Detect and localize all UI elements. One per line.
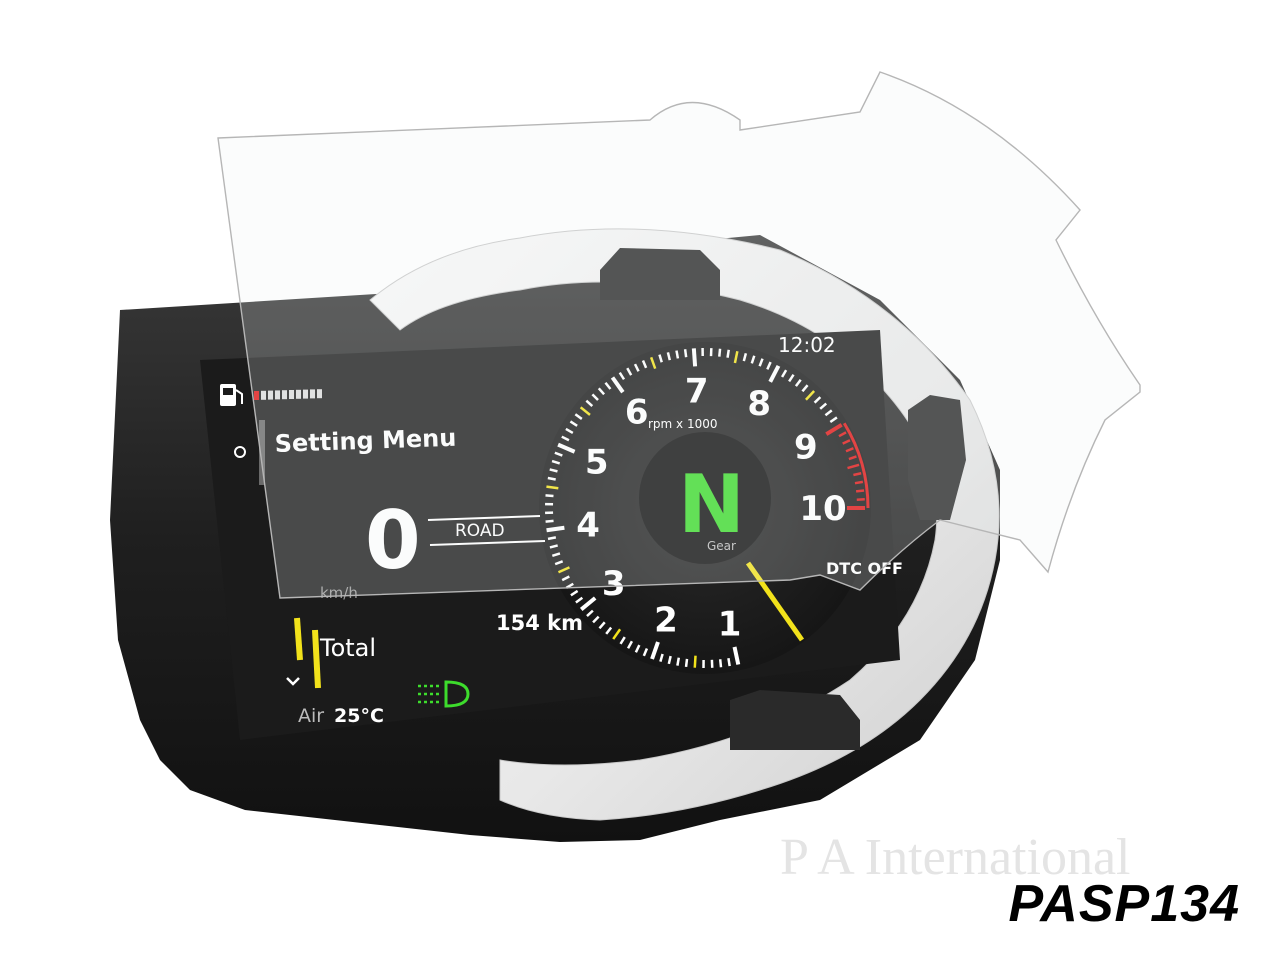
air-label: Air — [298, 705, 324, 727]
tach-tick — [686, 659, 687, 667]
tach-tick — [669, 656, 671, 664]
tach-number: 1 — [718, 604, 742, 644]
odometer-value: 154 km — [496, 611, 583, 635]
tach-tick — [728, 658, 729, 666]
tach-tick — [720, 659, 721, 667]
tach-tick — [677, 658, 678, 666]
tach-number: 2 — [654, 600, 678, 640]
screen-protector-film — [218, 72, 1140, 598]
tach-tick — [695, 656, 696, 668]
air-temperature: 25°C — [334, 705, 384, 727]
product-code: PASP134 — [1008, 874, 1240, 934]
odometer-label: Total — [319, 634, 376, 662]
